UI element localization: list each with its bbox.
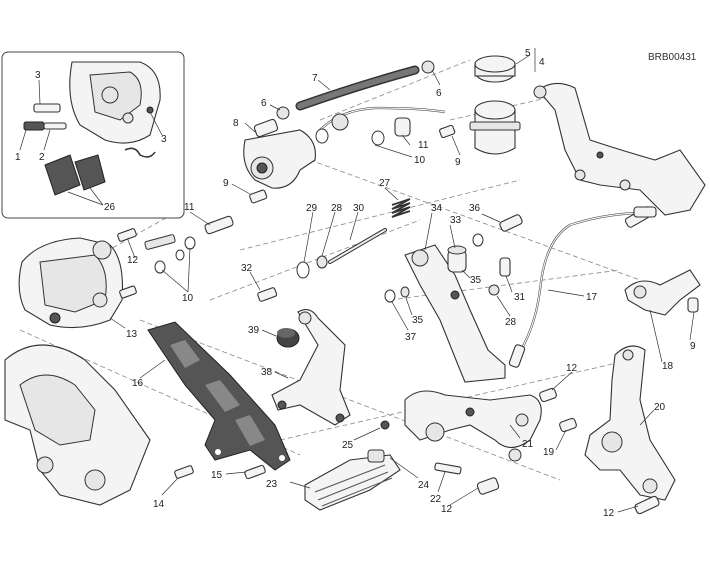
callout-13: 13 — [126, 329, 138, 340]
brake-pedal-assembly: 34 33 36 35 37 35 28 31 — [384, 203, 526, 383]
footpeg-assembly: 23 24 22 21 25 12 — [266, 390, 542, 515]
callout-25: 25 — [342, 440, 354, 451]
callout-20: 20 — [654, 402, 666, 413]
callout-31: 31 — [514, 292, 526, 303]
brake-linkage-parts: 29 28 30 27 32 — [241, 178, 411, 302]
callout-12: 12 — [441, 504, 453, 515]
callout-28: 28 — [505, 317, 517, 328]
brake-fluid-reservoir: 5 4 — [469, 48, 545, 155]
brake-light-switch: 17 — [508, 206, 657, 368]
inset-brake-pad-a — [44, 154, 81, 196]
callout-36: 36 — [469, 203, 481, 214]
callout-21: 21 — [522, 439, 534, 450]
callout-19: 19 — [543, 447, 555, 458]
callout-16: 16 — [132, 378, 144, 389]
callout-38: 38 — [261, 367, 273, 378]
callout-10: 10 — [182, 293, 194, 304]
callout-29: 29 — [306, 203, 318, 214]
callout-11: 11 — [184, 202, 195, 213]
callout-15: 15 — [211, 470, 223, 481]
master-cylinder — [243, 129, 316, 189]
frame-bracket — [533, 82, 706, 228]
callout-9: 9 — [690, 341, 696, 352]
callout-3: 3 — [161, 134, 167, 145]
callout-18: 18 — [662, 361, 674, 372]
callout-32: 32 — [241, 263, 253, 274]
callout-9: 9 — [223, 178, 229, 189]
inset-spring-clip — [124, 147, 156, 158]
caliper-mounting-bracket — [4, 344, 151, 506]
inset-bleed-screw — [33, 103, 61, 113]
callout-8: 8 — [233, 118, 239, 129]
callout-3: 3 — [35, 70, 41, 81]
callout-9: 9 — [455, 157, 461, 168]
callout-1: 1 — [15, 152, 21, 163]
callout-37: 37 — [405, 332, 417, 343]
callout-11: 11 — [418, 140, 429, 151]
callout-27: 27 — [379, 178, 391, 189]
callout-24: 24 — [418, 480, 430, 491]
callout-4: 4 — [539, 57, 545, 68]
callout-17: 17 — [586, 292, 598, 303]
callout-12: 12 — [127, 255, 139, 266]
footpeg — [304, 454, 401, 511]
rear-set-hanger: 12 19 18 9 20 12 — [539, 269, 701, 519]
callout-12: 12 — [566, 363, 578, 374]
callout-5: 5 — [525, 48, 531, 59]
inset-detail-box: 3 1 2 3 26 — [1, 51, 185, 219]
callout-6: 6 — [436, 88, 442, 99]
master-cylinder-assembly: 8 6 7 6 11 10 9 9 — [223, 60, 461, 204]
callout-2: 2 — [39, 152, 45, 163]
assembly-guidelines — [19, 59, 641, 481]
callout-35: 35 — [412, 315, 424, 326]
diagram-code: BRB00431 — [648, 52, 697, 63]
callout-22: 22 — [430, 494, 442, 505]
heel-guard: 16 14 15 — [132, 321, 291, 510]
inset-brake-pad-b — [74, 154, 106, 191]
callout-23: 23 — [266, 479, 278, 490]
callout-14: 14 — [153, 499, 165, 510]
callout-10: 10 — [414, 155, 426, 166]
brake-lever-arm: 39 38 — [248, 309, 351, 426]
callout-6: 6 — [261, 98, 267, 109]
callout-34: 34 — [431, 203, 443, 214]
banjo-bolt — [394, 117, 411, 137]
callout-28: 28 — [331, 203, 343, 214]
callout-30: 30 — [353, 203, 365, 214]
heel-plate-bracket — [624, 269, 701, 316]
callout-12: 12 — [603, 508, 615, 519]
callout-26: 26 — [104, 202, 116, 213]
callout-35: 35 — [470, 275, 482, 286]
callout-39: 39 — [248, 325, 260, 336]
callout-33: 33 — [450, 215, 462, 226]
callout-7: 7 — [312, 73, 318, 84]
rear-brake-caliper: 11 12 10 13 — [18, 202, 234, 340]
return-spring — [391, 198, 411, 218]
